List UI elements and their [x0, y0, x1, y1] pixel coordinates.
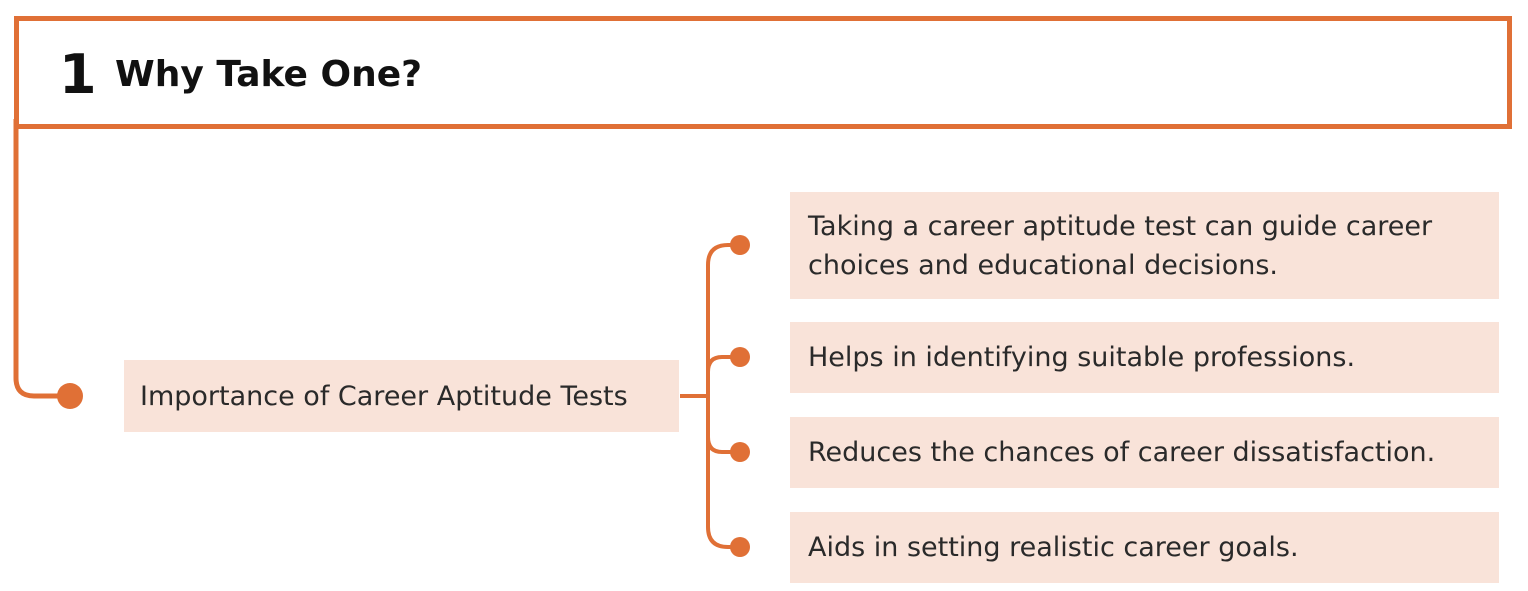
- branch-connector: [706, 355, 740, 373]
- point-text: Taking a career aptitude test can guide …: [808, 210, 1433, 281]
- branch-dot: [730, 537, 750, 557]
- point-text: Reduces the chances of career dissatisfa…: [808, 437, 1436, 468]
- trunk-connector: [13, 119, 70, 399]
- point-node: Taking a career aptitude test can guide …: [790, 192, 1499, 299]
- point-text: Helps in identifying suitable profession…: [808, 342, 1356, 373]
- point-node: Reduces the chances of career dissatisfa…: [790, 417, 1499, 488]
- point-node: Aids in setting realistic career goals.: [790, 512, 1499, 583]
- point-node: Helps in identifying suitable profession…: [790, 322, 1499, 393]
- point-text: Aids in setting realistic career goals.: [808, 532, 1299, 563]
- trunk-end-dot: [57, 383, 83, 409]
- section-title: Why Take One?: [115, 54, 423, 95]
- branch-dot: [730, 235, 750, 255]
- branch-dot: [730, 347, 750, 367]
- central-topic-node: Importance of Career Aptitude Tests: [124, 360, 679, 432]
- section-header: 1 Why Take One?: [14, 16, 1512, 129]
- bracket-connector: [706, 243, 740, 549]
- branch-connector: [706, 436, 740, 454]
- section-number: 1: [59, 43, 97, 106]
- branch-dot: [730, 442, 750, 462]
